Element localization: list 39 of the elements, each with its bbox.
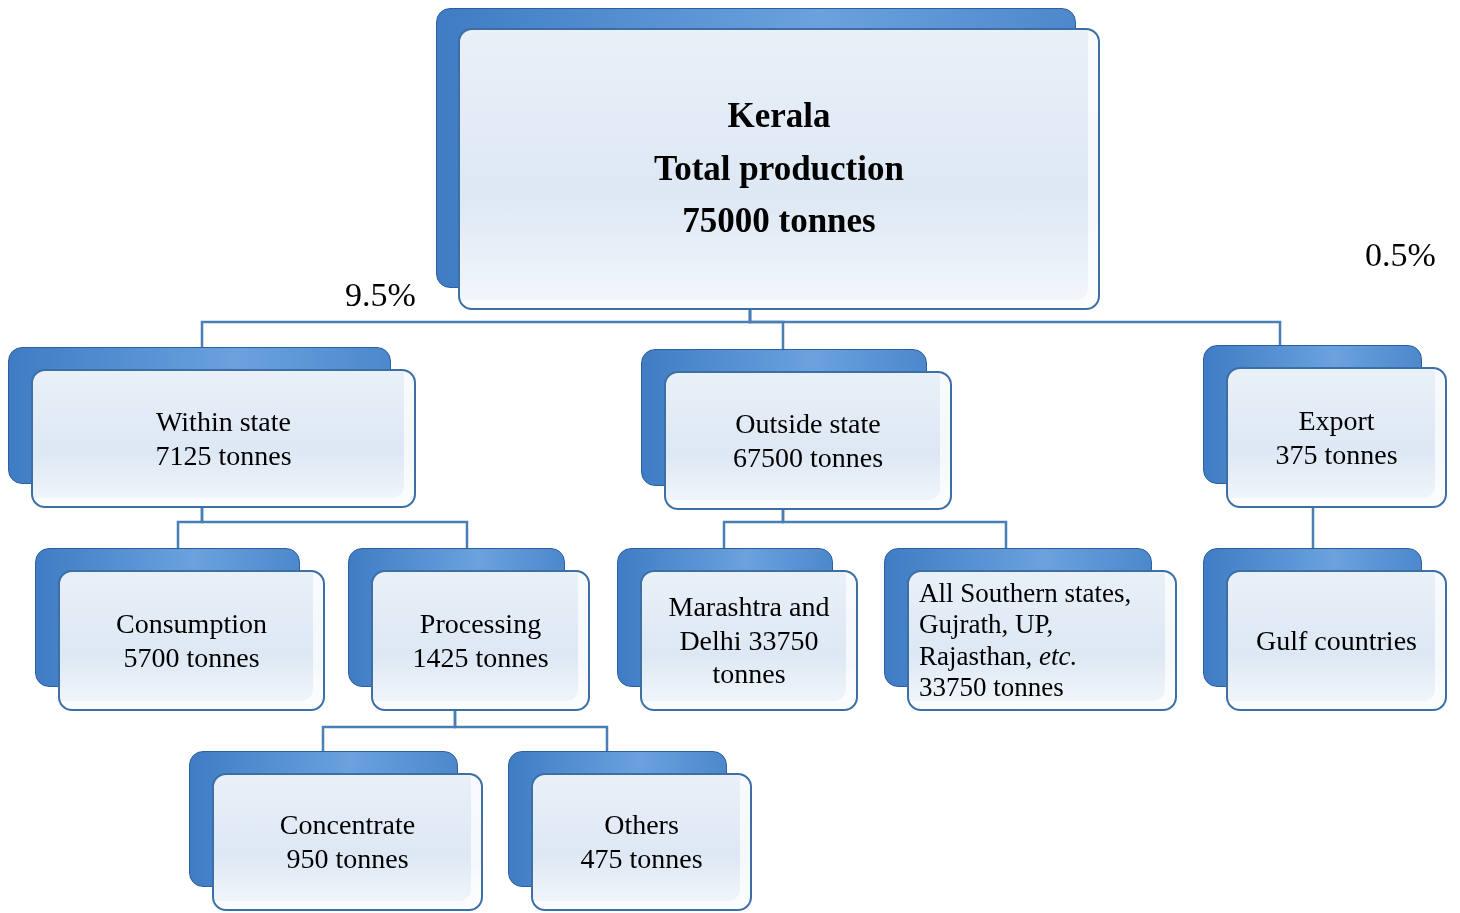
node-text: Total production [654,147,904,190]
node-text: 5700 tonnes [123,640,260,675]
process-box [641,349,952,510]
process-box [436,8,1100,310]
node-text: 950 tonnes [286,842,409,876]
process-box [508,751,752,911]
connector-line [453,711,609,751]
node-text: 375 tonnes [1275,437,1398,472]
process-box [189,751,483,911]
node-text: All Southern states, Gujrath, UP, Rajasthan, etc. [919,578,1133,672]
node-text: Gulf countries [1256,623,1417,658]
percentage-label: 0.5% [1365,236,1436,274]
node-text: 1425 tonnes [412,640,549,675]
process-box [884,548,1177,711]
node-text: Consumption [116,606,267,641]
node-text: Kerala [727,95,831,138]
process-box [1203,345,1447,508]
node-text: Within state [156,404,291,439]
node-text: Marashtra and Delhi 33750 tonnes [667,590,831,691]
node-text: Others [604,808,679,842]
node-text: 33750 tonnes [919,671,1065,703]
process-box [8,347,416,508]
node-text: 75000 tonnes [682,200,876,243]
connector-line [748,310,1282,345]
node-text: 67500 tonnes [732,440,884,475]
node-text: Outside state [735,406,881,441]
connector-line [200,508,469,548]
process-box [35,548,325,711]
connector-line [1311,508,1315,548]
process-box [1203,548,1447,711]
node-text: Export [1298,403,1375,438]
node-text: Processing [419,606,542,641]
process-box [348,548,590,711]
process-box [617,548,858,711]
node-text: 7125 tonnes [155,438,292,473]
connector-line [781,510,1008,548]
percentage-label: 9.5% [345,276,416,314]
node-text: 475 tonnes [580,842,703,876]
node-text: Concentrate [279,808,416,842]
